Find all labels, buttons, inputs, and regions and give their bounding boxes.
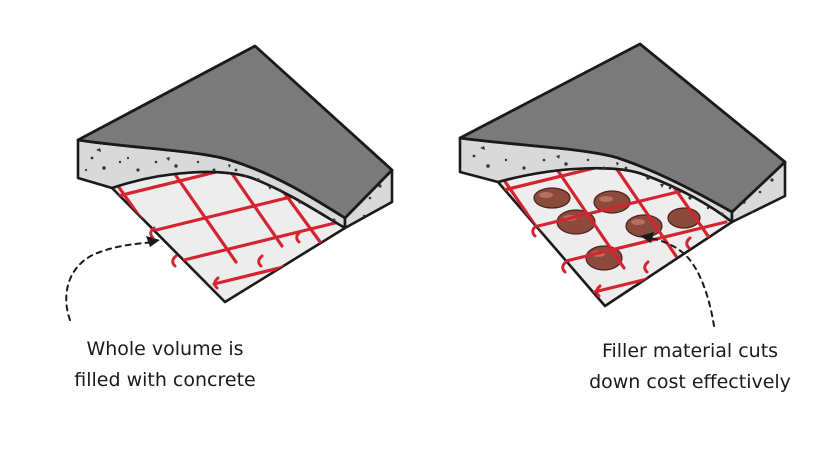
left-caption-line-2: filled with concrete: [74, 369, 256, 391]
left-aggregate: [84, 148, 382, 222]
left-caption: Whole volume is filled with concrete: [30, 334, 300, 396]
left-slab: [76, 44, 394, 304]
right-caption: Filler material cuts down cost effective…: [548, 336, 832, 398]
right-caption-line-1: Filler material cuts: [601, 340, 779, 362]
right-arrowhead-icon: [640, 232, 654, 243]
right-slab: [458, 42, 787, 308]
right-callout-arrow: [640, 232, 715, 327]
left-rebar-hooks: [149, 226, 302, 290]
right-slab-top: [458, 42, 787, 214]
left-callout-arrow: [65, 236, 160, 321]
left-caption-line-1: Whole volume is: [86, 338, 244, 360]
left-arrowhead-icon: [146, 236, 160, 247]
right-caption-line-2: down cost effectively: [589, 371, 791, 393]
right-rebar-hooks: [531, 224, 692, 298]
left-slab-top: [76, 44, 394, 220]
